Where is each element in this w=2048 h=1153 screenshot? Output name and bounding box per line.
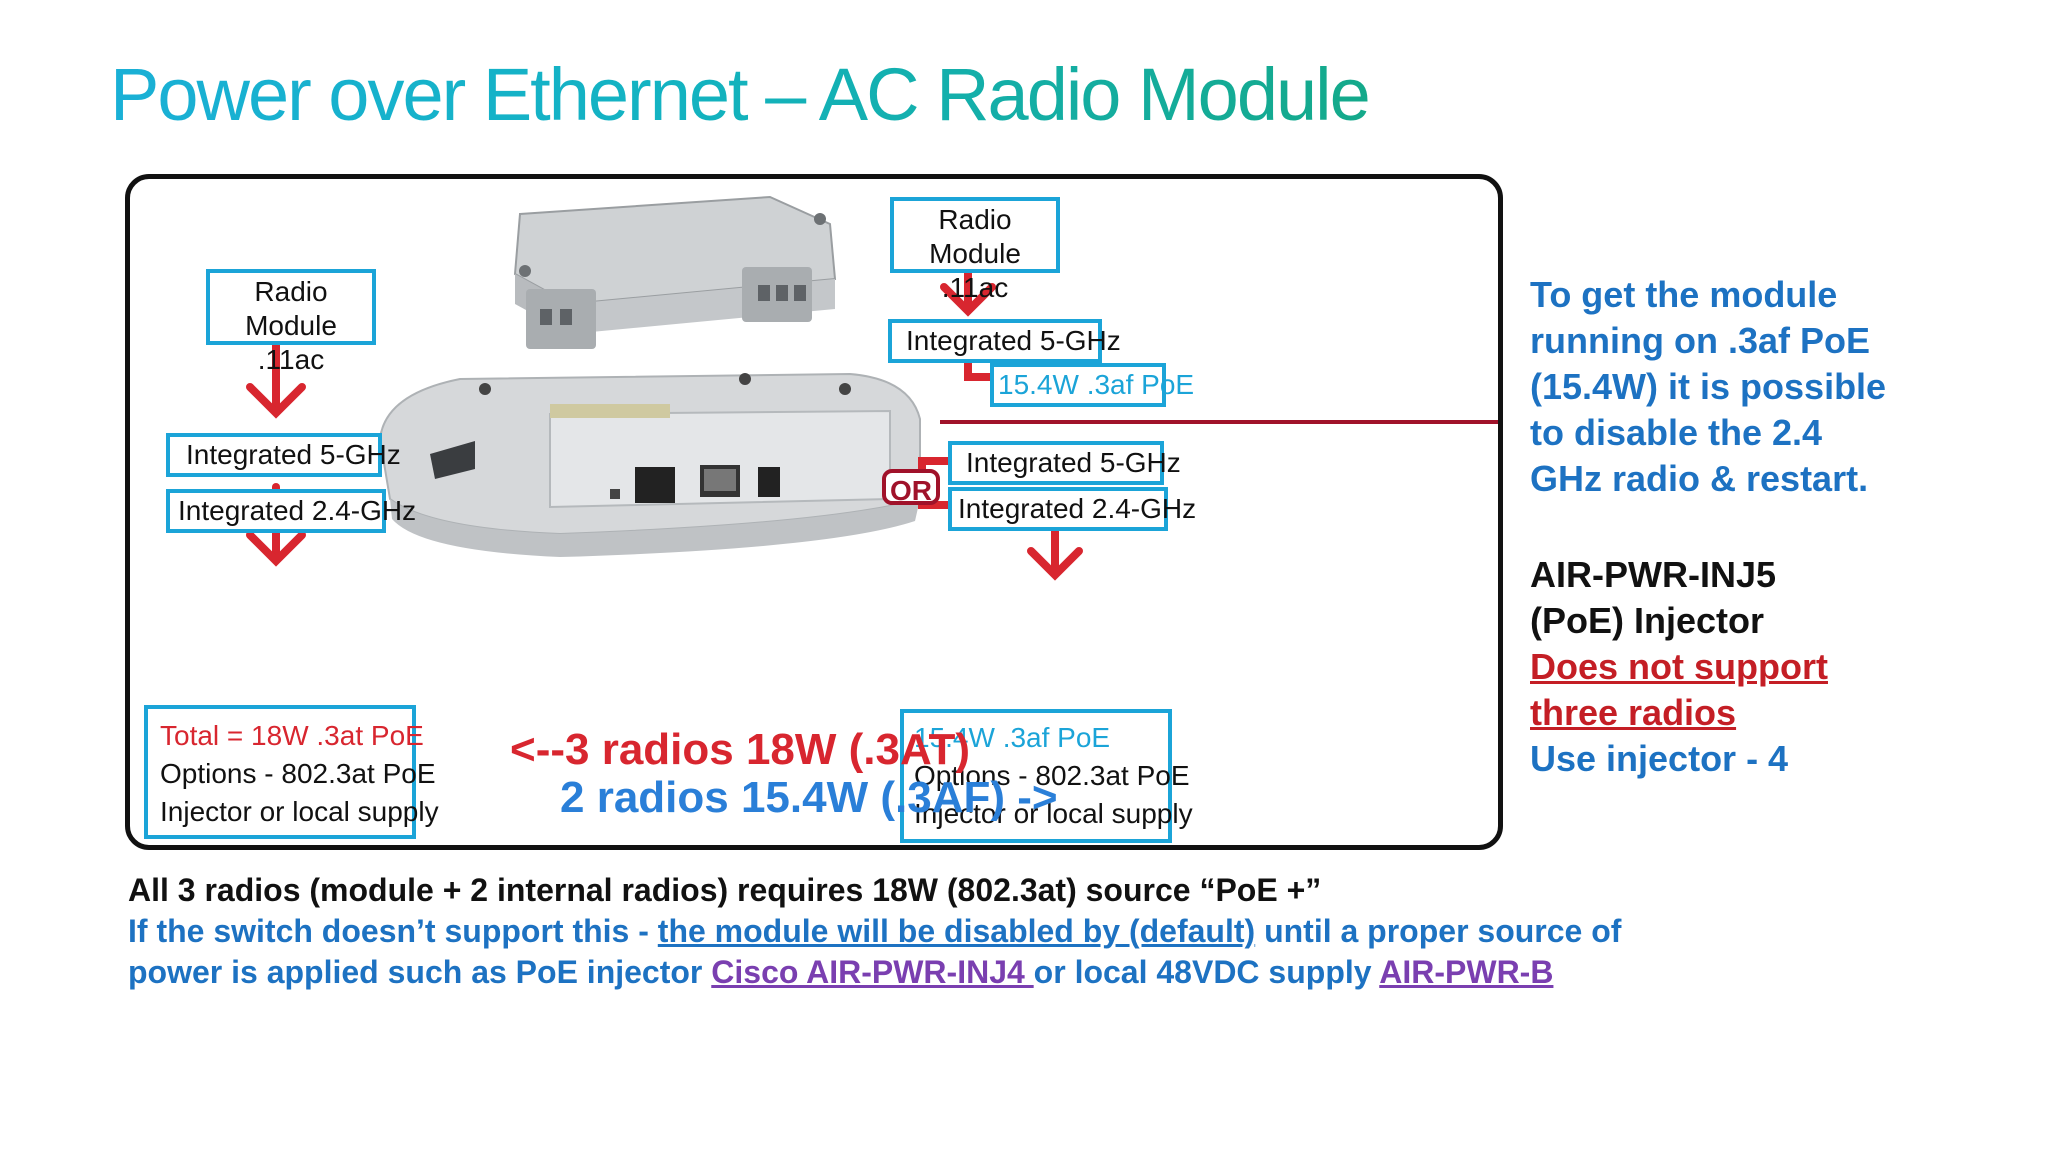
switch-support-line: If the switch doesn’t support this - the… xyxy=(128,911,1621,952)
unsupported-warning[interactable]: Does not support xyxy=(1530,646,1828,687)
power-requirement-line: All 3 radios (module + 2 internal radios… xyxy=(128,872,1322,908)
side-note-line: GHz radio & restart. xyxy=(1530,458,1869,499)
right-af-label: 15.4W .3af PoE xyxy=(998,369,1195,400)
access-point-image xyxy=(378,372,921,557)
right-radio-module-label: Radio Module .11ac xyxy=(929,204,1021,303)
right-radio-module-box: Radio Module .11ac xyxy=(890,197,1060,303)
diagram-panel: Radio Module .11ac Integrated 5-GHz Inte… xyxy=(125,174,1503,850)
left-24ghz-box: Integrated 2.4-GHz xyxy=(166,489,416,533)
left-5ghz-label: Integrated 5-GHz xyxy=(186,439,401,470)
pwr-b-link[interactable]: AIR-PWR-B xyxy=(1379,954,1554,990)
left-radio-module-label: Radio Module .11ac xyxy=(245,276,337,375)
slide-title: Power over Ethernet – AC Radio Module xyxy=(110,53,1371,136)
left-power-box: Total = 18W .3at PoE Options - 802.3at P… xyxy=(144,705,439,839)
bottom-notes: All 3 radios (module + 2 internal radios… xyxy=(128,870,1621,993)
inj4-link[interactable]: Cisco AIR-PWR-INJ4 xyxy=(711,954,1034,990)
side-note-line: to disable the 2.4 xyxy=(1530,412,1823,453)
right-af-box: 15.4W .3af PoE xyxy=(990,363,1194,407)
power-source-text: power is applied such as PoE injector xyxy=(128,954,712,990)
power-source-line: power is applied such as PoE injector Ci… xyxy=(128,952,1621,993)
side-note-line: (15.4W) it is possible xyxy=(1530,366,1887,407)
or-badge: OR xyxy=(882,469,940,506)
left-radio-module-box: Radio Module .11ac xyxy=(206,269,376,375)
right-24ghz-label: Integrated 2.4-GHz xyxy=(958,493,1197,524)
two-radios-label: 2 radios 15.4W (.3AF) -> xyxy=(560,773,1058,822)
right-options-label: Options - 802.3at PoE xyxy=(914,760,1190,791)
left-5ghz-box: Integrated 5-GHz xyxy=(166,433,401,477)
right-injector-label: Injector or local supply xyxy=(914,798,1193,829)
side-note-2: AIR-PWR-INJ5 (PoE) Injector Does not sup… xyxy=(1530,552,1828,782)
injector-model: AIR-PWR-INJ5 xyxy=(1530,554,1777,595)
right-5ghz-box: Integrated 5-GHz xyxy=(948,441,1181,485)
switch-support-text: If the switch doesn’t support this - xyxy=(128,913,658,949)
right-power-box: 15.4W .3af PoE Options - 802.3at PoE Inj… xyxy=(900,709,1193,843)
left-injector-label: Injector or local supply xyxy=(160,796,439,827)
right-total-label: 15.4W .3af PoE xyxy=(914,722,1111,753)
local-supply-text: or local 48VDC supply xyxy=(1033,954,1380,990)
ap-illustration xyxy=(246,195,1498,581)
disabled-default-link[interactable]: the module will be disabled by (default) xyxy=(657,913,1256,949)
injector-recommendation: Use injector - 4 xyxy=(1530,738,1789,779)
three-radios-label: <--3 radios 18W (.3AT) xyxy=(510,725,971,774)
right-5ghz-top-label: Integrated 5-GHz xyxy=(906,325,1121,356)
right-5ghz-label: Integrated 5-GHz xyxy=(966,447,1181,478)
radio-module-image xyxy=(513,195,837,349)
side-note-line: To get the module xyxy=(1530,274,1838,315)
left-options-label: Options - 802.3at PoE xyxy=(160,758,436,789)
injector-type: (PoE) Injector xyxy=(1530,600,1765,641)
left-24ghz-label: Integrated 2.4-GHz xyxy=(178,495,417,526)
right-24ghz-box: Integrated 2.4-GHz xyxy=(948,487,1196,531)
right-5ghz-top-box: Integrated 5-GHz xyxy=(888,319,1121,363)
side-note-1: To get the module running on .3af PoE (1… xyxy=(1530,272,1886,502)
switch-support-tail: until a proper source of xyxy=(1255,913,1622,949)
unsupported-warning-2[interactable]: three radios xyxy=(1530,692,1737,733)
left-total-label: Total = 18W .3at PoE xyxy=(160,720,424,751)
side-note-line: running on .3af PoE xyxy=(1530,320,1870,361)
